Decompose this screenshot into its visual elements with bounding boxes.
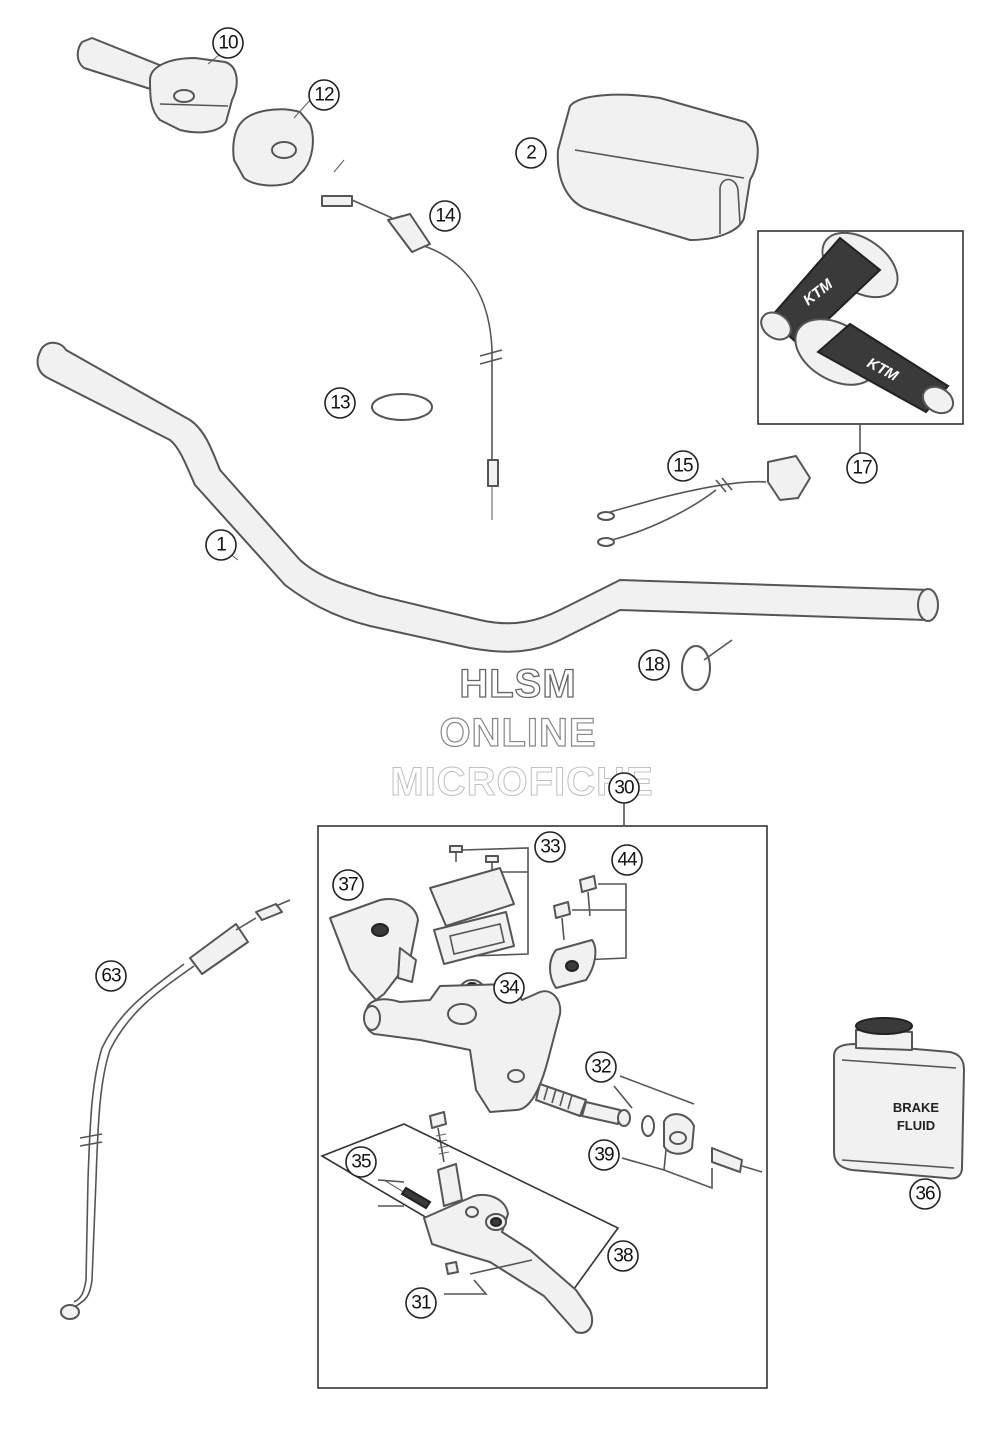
cable-tie — [681, 639, 733, 691]
kill-switch — [597, 455, 811, 547]
handlebar-pad — [556, 93, 759, 241]
svg-text:63: 63 — [101, 966, 121, 987]
master-cylinder-body — [363, 983, 562, 1113]
svg-text:13: 13 — [330, 393, 350, 414]
handlebar — [36, 341, 939, 653]
brake-fluid-label-line-1: BRAKE — [893, 1100, 940, 1115]
callout: 31 — [405, 1287, 437, 1319]
svg-text:32: 32 — [591, 1057, 611, 1078]
svg-text:37: 37 — [338, 875, 358, 896]
svg-text:38: 38 — [613, 1246, 633, 1267]
clamp-screws — [549, 875, 627, 989]
callout: 30 — [608, 772, 640, 804]
svg-text:14: 14 — [435, 206, 456, 227]
reservoir-cover — [429, 867, 515, 965]
svg-text:44: 44 — [617, 850, 638, 871]
svg-text:30: 30 — [614, 778, 634, 799]
callout: 38 — [607, 1240, 639, 1272]
watermark-line-2: ONLINE — [439, 711, 596, 755]
brake-cylinder-box — [317, 825, 768, 1389]
svg-text:34: 34 — [499, 978, 520, 999]
callout: 32 — [585, 1051, 617, 1083]
piston-kit — [535, 1075, 695, 1137]
callout: 17 — [846, 452, 878, 484]
svg-text:12: 12 — [314, 85, 334, 106]
protective-cover — [329, 898, 419, 1001]
svg-text:17: 17 — [852, 458, 872, 479]
svg-text:33: 33 — [540, 837, 560, 858]
callout: 13 — [324, 387, 356, 419]
svg-text:31: 31 — [411, 1293, 431, 1314]
lever-pivot-bolt — [429, 1111, 450, 1163]
svg-text:1: 1 — [216, 535, 226, 556]
callout: 44 — [611, 844, 643, 876]
svg-text:35: 35 — [351, 1152, 371, 1173]
callout: 37 — [332, 869, 364, 901]
svg-text:39: 39 — [594, 1145, 614, 1166]
callout: 63 — [95, 960, 127, 992]
callout: 39 — [588, 1139, 620, 1171]
reservoir-cover-screws — [449, 845, 529, 957]
callout: 34 — [493, 972, 525, 1004]
callout: 10 — [212, 27, 244, 59]
svg-text:36: 36 — [915, 1184, 935, 1205]
hot-start-cable — [60, 899, 291, 1320]
watermark-line-1: HLSM — [459, 662, 576, 706]
callout: 33 — [534, 831, 566, 863]
grip-lower: KTM — [794, 318, 955, 415]
throttle-grip — [76, 37, 238, 134]
brake-fluid-label-line-2: FLUID — [897, 1118, 935, 1133]
brake-fluid-can: BRAKE FLUID — [833, 1017, 965, 1180]
callout: 14 — [429, 200, 461, 232]
callout: 2 — [515, 137, 547, 169]
push-rod — [621, 1113, 763, 1190]
grip-upper: KTM — [760, 231, 899, 348]
callout: 36 — [909, 1178, 941, 1210]
callout: 15 — [667, 450, 699, 482]
svg-text:18: 18 — [644, 655, 664, 676]
o-ring — [371, 393, 433, 421]
callout: 12 — [308, 79, 340, 111]
brake-lever — [423, 1194, 594, 1334]
svg-text:10: 10 — [218, 33, 238, 54]
throttle-cable — [321, 159, 503, 520]
watermark-line-3: MICROFICHE — [390, 760, 653, 804]
throttle-housing-cover — [232, 108, 314, 187]
callout: 1 — [205, 529, 237, 561]
callout: 18 — [638, 649, 670, 681]
callout: 35 — [345, 1146, 377, 1178]
svg-text:2: 2 — [526, 143, 536, 164]
svg-text:15: 15 — [673, 456, 693, 477]
